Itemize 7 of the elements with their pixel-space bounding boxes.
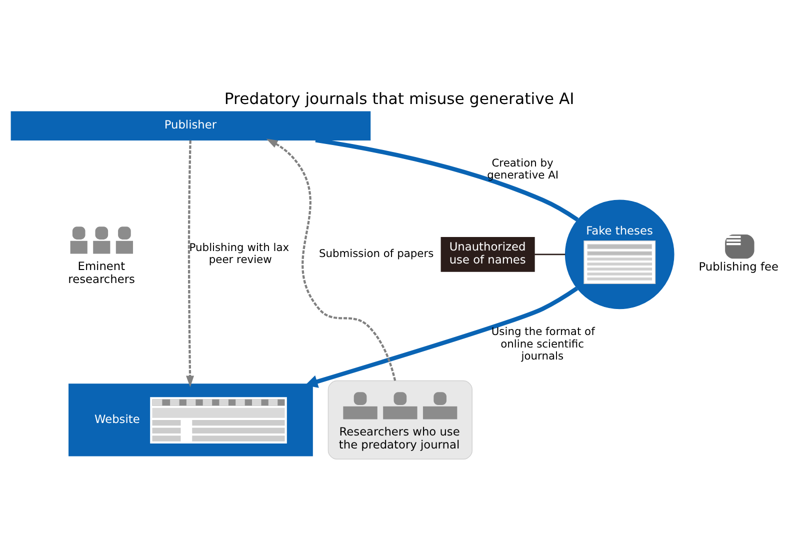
diagram-title: Predatory journals that misuse generative AI xyxy=(224,89,574,108)
edge-label: Using the format of online scientific journals xyxy=(491,325,595,362)
label: Eminent researchers xyxy=(68,258,135,286)
label: Publishing fee xyxy=(698,260,778,274)
edge-label: Submission of papers xyxy=(318,246,434,260)
edge-label: Publishing with lax peer review xyxy=(189,240,290,266)
edge-label: Creation by generative AI xyxy=(487,156,559,182)
